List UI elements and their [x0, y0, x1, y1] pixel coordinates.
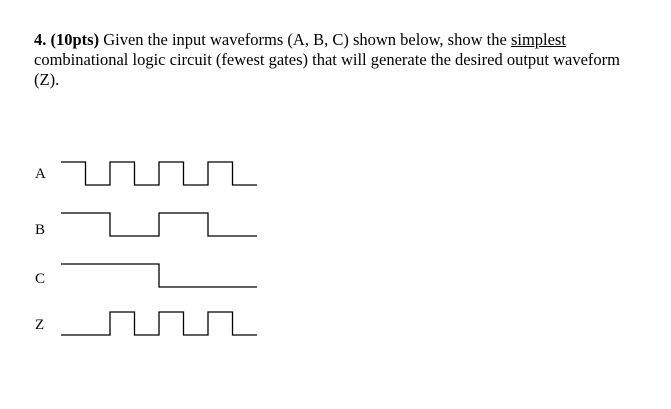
question-emphasis: simplest [510, 30, 566, 49]
waveform-label-c: C [35, 271, 46, 287]
waveform-c [61, 263, 257, 288]
waveform-label-b: B [35, 222, 46, 238]
waveform-a [61, 161, 257, 186]
question-number: 4. [34, 30, 47, 49]
question-text-before: Given the input waveforms (A, B, C) show… [99, 30, 511, 49]
question-points: (10pts) [50, 30, 100, 49]
question-text: 4. (10pts) Given the input waveforms (A,… [34, 30, 634, 90]
question-text-after: combinational logic circuit (fewest gate… [34, 50, 620, 89]
waveform-b [61, 212, 257, 237]
waveform-label-z: Z [35, 317, 45, 333]
waveform-label-a: A [35, 166, 46, 182]
waveform-z [61, 311, 257, 336]
